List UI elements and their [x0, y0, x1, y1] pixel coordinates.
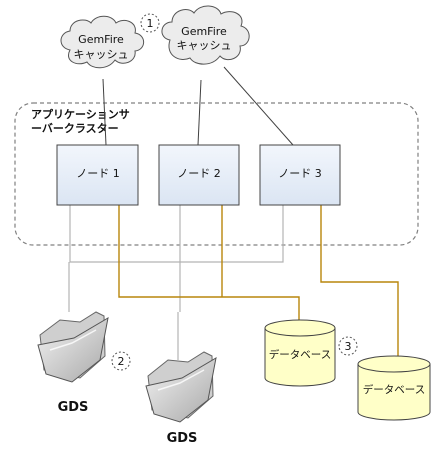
callout-3: 3	[338, 336, 358, 356]
gds-label-1: GDS	[58, 400, 89, 415]
cloud-1-line1: GemFire	[78, 33, 124, 46]
cluster-label-line2: ーバークラスター	[31, 122, 119, 135]
gds-label-2: GDS	[167, 431, 198, 446]
node-1-label: ノード 1	[76, 167, 120, 180]
database-cylinder-1: データベース	[264, 319, 336, 387]
gds-folder-icon-1	[37, 311, 109, 383]
callout-2: 2	[111, 351, 131, 371]
gds-connections	[68, 205, 284, 360]
cluster-label-line1: アプリケーションサ	[31, 107, 130, 121]
callout-1: 1	[140, 13, 160, 33]
callout-1-number: 1	[147, 17, 154, 30]
gds-folder-icon-2	[145, 351, 217, 423]
database-connections	[118, 205, 399, 364]
cache-connections	[102, 66, 294, 146]
database-1-label: データベース	[269, 348, 331, 361]
gemfire-cache-cloud-2: GemFire キャッシュ	[161, 5, 250, 65]
gemfire-cache-cloud-1: GemFire キャッシュ	[60, 15, 145, 69]
cloud-2-line1: GemFire	[181, 25, 227, 38]
node-2: ノード 2	[158, 144, 240, 206]
cloud-2-line2: キャッシュ	[177, 39, 232, 52]
cloud-1-line2: キャッシュ	[74, 48, 129, 61]
cluster-boundary	[14, 102, 419, 246]
node-3-label: ノード 3	[278, 167, 322, 180]
node-3: ノード 3	[259, 144, 341, 206]
database-cylinder-2: データベース	[357, 355, 431, 421]
database-2-label: データベース	[363, 383, 425, 396]
callout-2-number: 2	[118, 355, 125, 368]
node-2-label: ノード 2	[177, 167, 221, 180]
node-1: ノード 1	[56, 144, 139, 206]
callout-3-number: 3	[345, 340, 352, 353]
